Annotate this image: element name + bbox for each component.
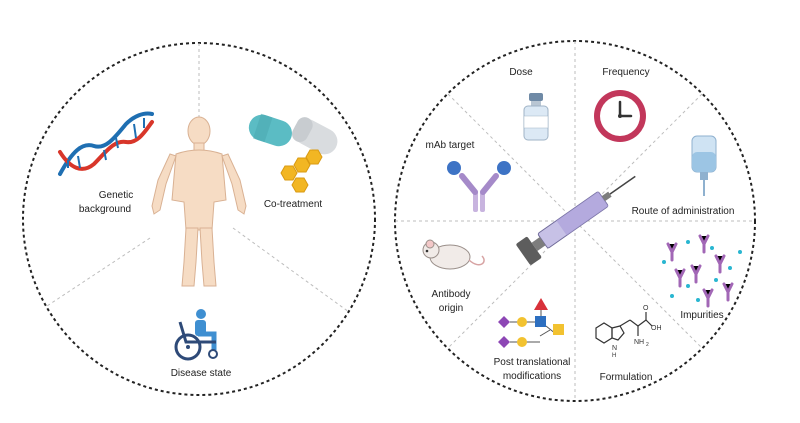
disease-state-label: Disease state (171, 368, 232, 379)
vial-icon (523, 93, 549, 141)
molecule-oh-label: OH (651, 325, 662, 332)
ptm-label-line2: modifications (503, 371, 561, 382)
frequency-label: Frequency (602, 67, 649, 78)
mab-target-label: mAb target (426, 140, 475, 151)
route-of-administration-label: Route of administration (632, 206, 735, 217)
impurities-label: Impurities (680, 310, 723, 321)
molecule-o-label: O (643, 305, 649, 312)
molecule-n-label: N (612, 345, 617, 352)
genetic-background-label-line1: Genetic (99, 190, 133, 201)
dose-label: Dose (509, 67, 533, 78)
left-divider-lower-right (232, 227, 350, 313)
mouse-icon (422, 239, 485, 270)
iv-bag-icon (691, 135, 717, 196)
syringe-icon (516, 175, 636, 265)
patient-factors-circle (22, 42, 376, 396)
dna-icon (58, 111, 154, 176)
impurities-icon (662, 234, 742, 308)
antibody-target-icon (447, 161, 511, 212)
co-treatment-label: Co-treatment (264, 199, 323, 210)
antibody-origin-label-line2: origin (439, 303, 463, 314)
left-divider-lower-left (46, 237, 151, 307)
hexagon-molecule-icon (280, 149, 323, 193)
molecule-h-label: H (612, 353, 616, 359)
clock-icon (594, 90, 646, 142)
genetic-background-label-line2: background (79, 204, 131, 215)
molecule-nh2-subscript: 2 (646, 342, 649, 348)
molecule-nh2-label: NH (634, 339, 644, 346)
pills-icon (248, 113, 338, 155)
antibody-origin-label-line1: Antibody (432, 289, 471, 300)
ptm-label-line1: Post translational (494, 357, 571, 368)
formulation-label: Formulation (600, 372, 653, 383)
wheelchair-icon (174, 309, 218, 361)
molecule-structure-icon (595, 312, 653, 344)
human-body-icon (151, 116, 247, 287)
glycan-chain-icon (498, 298, 564, 348)
